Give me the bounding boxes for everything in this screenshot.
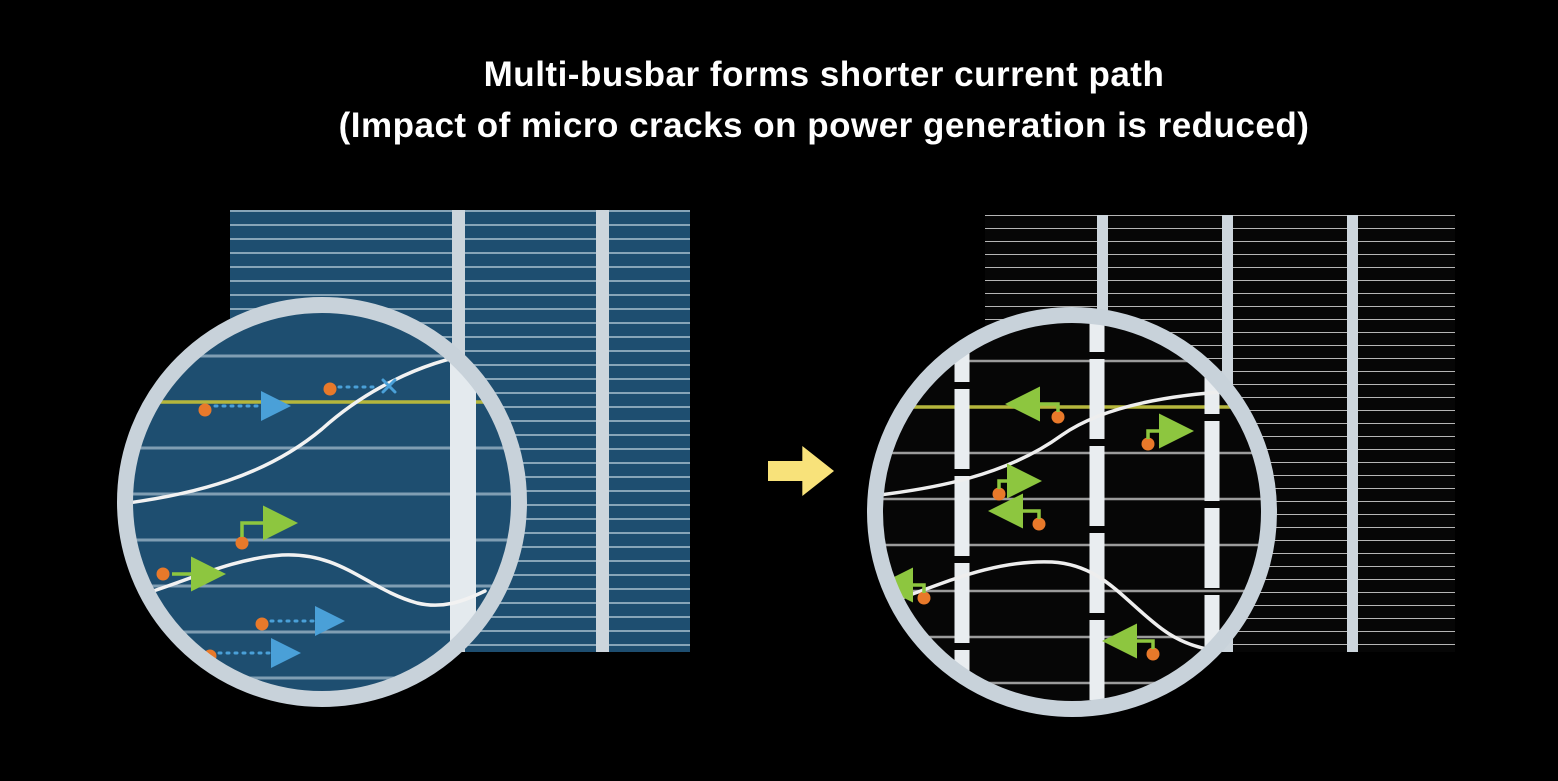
right-arrow-icon [768, 446, 834, 496]
electron-dot [323, 382, 337, 396]
electron-dot [917, 591, 931, 605]
electron-dot [1032, 517, 1046, 531]
magnifier-left [117, 297, 527, 707]
electron-dot [1141, 437, 1155, 451]
long-current-paths [198, 378, 397, 668]
micro-cracks [875, 389, 1237, 653]
electron-dot [1146, 647, 1160, 661]
short-current-paths [878, 386, 1194, 661]
electron-dot [235, 536, 249, 550]
electron-dot [156, 567, 170, 581]
magnifier-ring [867, 307, 1277, 717]
busbar [1347, 215, 1358, 652]
short-current-paths [156, 505, 298, 592]
electron-dot [198, 403, 212, 417]
electron-dot [1051, 410, 1065, 424]
micro-cracks [125, 351, 487, 607]
busbar [596, 210, 609, 652]
electron-dot [255, 617, 269, 631]
title-line-1: Multi-busbar forms shorter current path [483, 55, 1165, 94]
electron-dot [992, 487, 1006, 501]
title-line-2: (Impact of micro cracks on power generat… [338, 105, 1310, 145]
blocked-path-x-icon [381, 378, 397, 394]
diagram-title: Multi-busbar forms shorter current path … [90, 50, 1558, 152]
magnifier-right [867, 307, 1277, 717]
cell-surface-zoom [875, 315, 1269, 709]
magnifier-ring [117, 297, 527, 707]
